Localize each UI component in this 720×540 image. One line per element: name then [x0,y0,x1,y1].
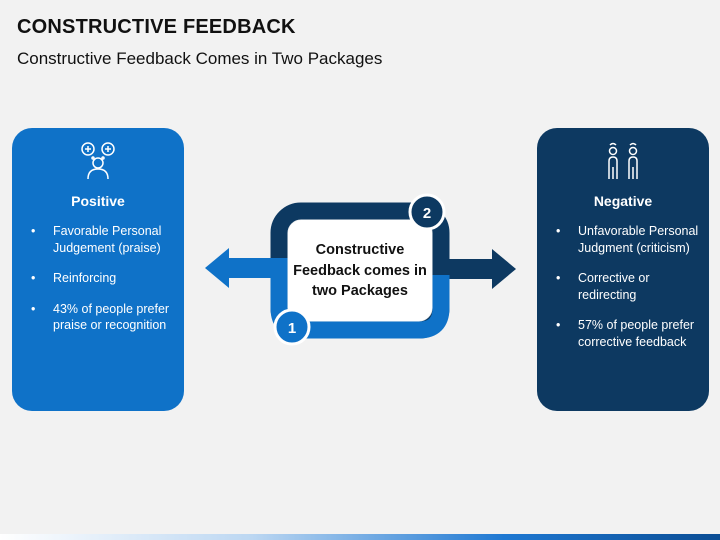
badge-2 [408,193,446,231]
people-plus-icon [76,141,120,186]
list-item: Unfavorable Personal Judgment (criticism… [556,223,701,256]
negative-heading: Negative [593,193,653,209]
left-arrow-head [205,248,229,288]
center-text: Constructive Feedback comes in two Packa… [293,242,427,299]
footer-bar [0,534,720,540]
negative-panel: Negative Unfavorable Personal Judgment (… [537,128,709,411]
positive-panel: Positive Favorable Personal Judgement (p… [12,128,184,411]
list-item: 57% of people prefer corrective feedback [556,317,701,350]
left-arrow-shaft [228,258,282,278]
list-item: Favorable Personal Judgement (praise) [31,223,176,256]
right-arrow-head [492,249,516,289]
page-subtitle: Constructive Feedback Comes in Two Packa… [17,49,383,68]
positive-heading: Positive [71,193,125,209]
list-item: 43% of people prefer praise or recogniti… [31,301,176,334]
badge-2-label: 2 [423,205,431,222]
negative-list: Unfavorable Personal Judgment (criticism… [537,223,701,364]
loop-center-fill [288,220,432,321]
badge-1-label: 1 [288,320,296,337]
page-title: CONSTRUCTIVE FEEDBACK [17,16,296,38]
right-arrow-shaft [438,259,493,279]
people-frown-icon [603,141,643,186]
badge-1 [273,308,311,346]
positive-list: Favorable Personal Judgement (praise) Re… [12,223,176,348]
list-item: Reinforcing [31,270,176,287]
list-item: Corrective or redirecting [556,270,701,303]
